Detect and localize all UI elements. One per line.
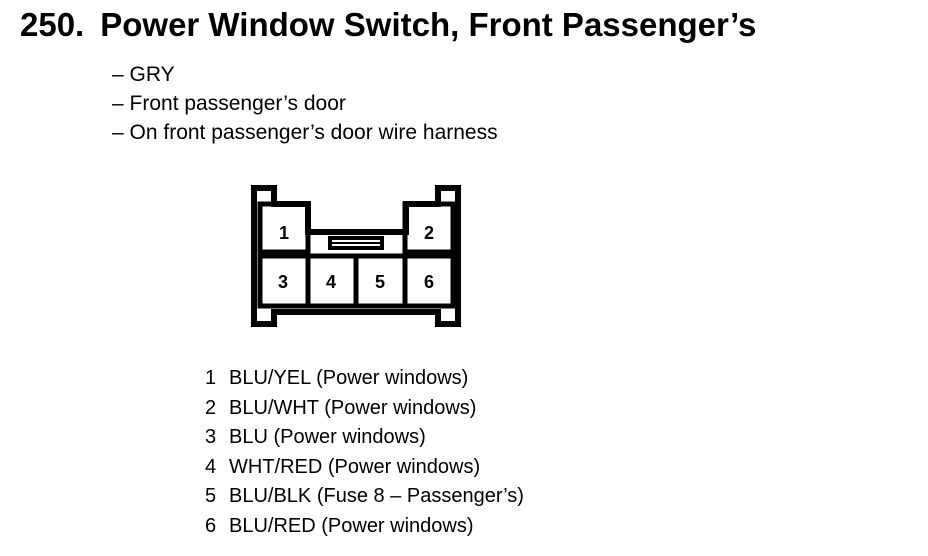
connector-face: 1 2 3 4 5 6 [251, 185, 461, 327]
pin-number: 6 [205, 514, 217, 537]
pin-number: 1 [205, 367, 217, 389]
pin-description: BLU (Power windows) [229, 426, 426, 448]
connector-location: – Front passenger’s door [112, 92, 346, 115]
pin-description: BLU/RED (Power windows) [229, 514, 474, 537]
pin-number: 4 [205, 455, 217, 478]
terminal-number-3: 3 [278, 272, 288, 292]
connector-diagram: 1 2 3 4 5 6 [250, 184, 462, 333]
pin-row: 2 BLU/WHT (Power windows) [205, 394, 524, 424]
terminal-number-4: 4 [326, 272, 336, 292]
connector-harness: – On front passenger’s door wire harness [112, 121, 498, 144]
pin-number: 5 [205, 485, 217, 507]
terminal-number-1: 1 [279, 223, 289, 243]
connector-color: – GRY [112, 63, 175, 86]
terminal-number-5: 5 [375, 272, 385, 292]
connector-info: – GRY – Front passenger’s door – On fron… [112, 60, 498, 147]
pin-description: BLU/WHT (Power windows) [229, 396, 477, 419]
terminal-number-2: 2 [424, 223, 434, 243]
pin-description: WHT/RED (Power windows) [229, 455, 481, 478]
pin-row: 5 BLU/BLK (Fuse 8 – Passenger’s) [205, 482, 524, 512]
component-name: Power Window Switch, Front Passenger’s [100, 6, 757, 43]
pin-row: 1 BLU/YEL (Power windows) [205, 364, 524, 394]
terminal-cavity-2 [402, 201, 456, 255]
pin-row: 6 BLU/RED (Power windows) [205, 512, 524, 542]
terminal-number-6: 6 [424, 272, 434, 292]
pin-list: 1 BLU/YEL (Power windows) 2 BLU/WHT (Power… [205, 364, 524, 541]
pin-number: 2 [205, 396, 217, 419]
pin-row: 4 WHT/RED (Power windows) [205, 453, 524, 483]
pin-row: 3 BLU (Power windows) [205, 423, 524, 453]
pin-description: BLU/YEL (Power windows) [229, 367, 469, 389]
component-number: 250. [20, 6, 85, 43]
pin-number: 3 [205, 426, 217, 448]
page-title: 250. Power Window Switch, Front Passenger… [20, 6, 756, 44]
terminal-cavity-1 [257, 201, 311, 255]
pin-description: BLU/BLK (Fuse 8 – Passenger’s) [229, 485, 524, 507]
